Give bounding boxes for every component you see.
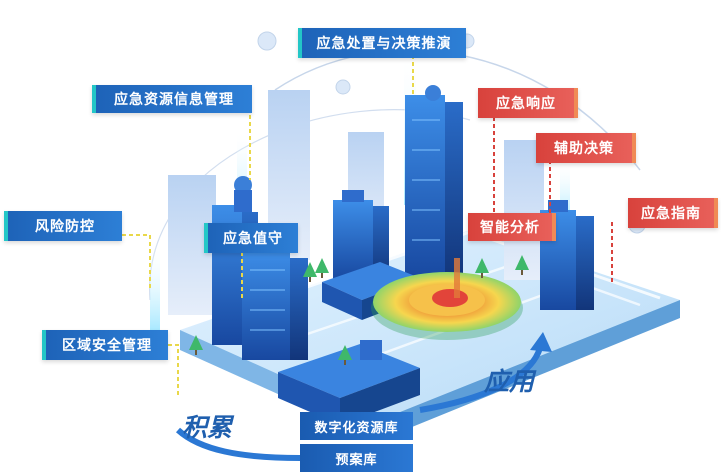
light-beam [560,160,570,220]
light-beam [150,240,160,330]
tower-tall [405,85,463,280]
tower-center [333,190,389,280]
tree [475,258,489,278]
database-plan-library: 预案库 [300,444,413,472]
tower-right [540,200,594,310]
tree [303,262,317,282]
label-emergency-guide: 应急指南 [628,198,718,228]
ghost-building [504,140,544,280]
database-digital-resources: 数字化资源库 [300,412,413,440]
label-decision-support: 辅助决策 [536,133,636,163]
connector-line [168,344,179,395]
flow-accumulate: 积累 [182,413,233,442]
flow-apply: 应用 [484,367,535,396]
label-emergency-disposal-drill: 应急处置与决策推演 [298,28,466,58]
tree [338,345,352,365]
tree [189,335,203,355]
apply-arrowhead [530,332,552,352]
tree [315,258,329,278]
label-emergency-resource-info: 应急资源信息管理 [92,85,252,113]
central-data-disk [371,258,523,340]
decor-bubble [257,31,277,51]
decor-bubble [335,79,351,95]
accumulate-arrow [175,427,301,461]
tree [515,255,529,275]
connector-line [122,234,151,290]
label-risk-prevention: 风险防控 [4,211,122,241]
label-emergency-response: 应急响应 [478,88,578,118]
label-regional-safety: 区域安全管理 [42,330,168,360]
apply-arrow [419,346,543,413]
label-intelligent-analysis: 智能分析 [468,213,556,241]
low-building-front [278,340,420,425]
light-beam [237,130,247,220]
tower-duty [242,250,308,360]
label-emergency-duty: 应急值守 [204,223,298,253]
